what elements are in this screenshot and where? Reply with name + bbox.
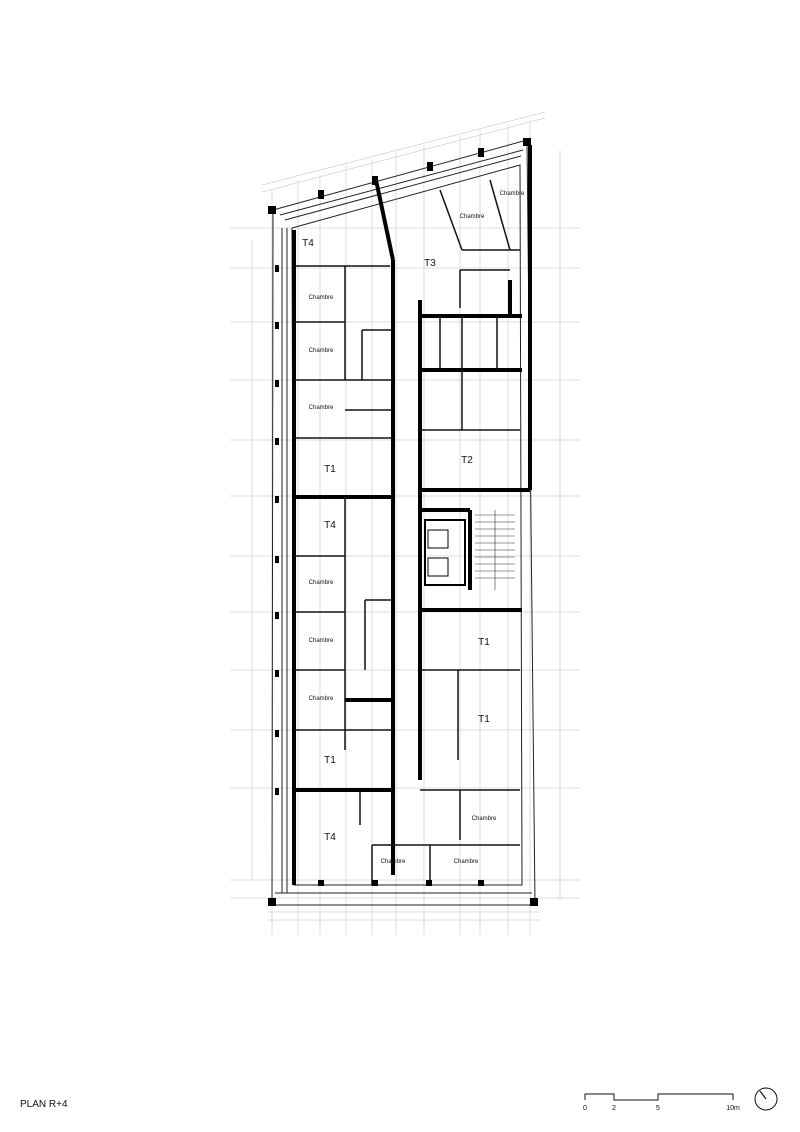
scale-tick: 0 <box>583 1105 587 1112</box>
room-label: T4 <box>302 238 314 249</box>
room-label: T2 <box>461 455 473 466</box>
room-label: Chambre <box>309 348 334 354</box>
room-label: Chambre <box>309 638 334 644</box>
room-label: Chambre <box>381 859 406 865</box>
room-label: T4 <box>324 832 336 843</box>
room-label: Chambre <box>472 816 497 822</box>
room-label: Chambre <box>500 191 525 197</box>
stair-core <box>424 510 515 590</box>
room-label: Chambre <box>460 214 485 220</box>
room-label: T1 <box>324 755 336 766</box>
walls <box>292 145 532 885</box>
scale-bar <box>584 1093 734 1101</box>
room-label: T1 <box>478 714 490 725</box>
north-arrow-icon <box>754 1087 778 1111</box>
room-label: Chambre <box>309 295 334 301</box>
plan-title: PLAN R+4 <box>20 1099 68 1110</box>
scale-tick: 5 <box>656 1105 660 1112</box>
room-label: T1 <box>478 637 490 648</box>
columns <box>268 138 538 906</box>
room-label: T1 <box>324 464 336 475</box>
room-label: T4 <box>324 520 336 531</box>
room-label: Chambre <box>454 859 479 865</box>
room-label: Chambre <box>309 580 334 586</box>
room-label: Chambre <box>309 696 334 702</box>
scale-tick: 10m <box>726 1105 740 1112</box>
room-label: T3 <box>424 258 436 269</box>
scale-tick: 2 <box>612 1105 616 1112</box>
room-labels: T4 T3 Chambre Chambre Chambre Chambre Ch… <box>302 191 525 865</box>
room-label: Chambre <box>309 405 334 411</box>
partitions <box>294 179 520 885</box>
